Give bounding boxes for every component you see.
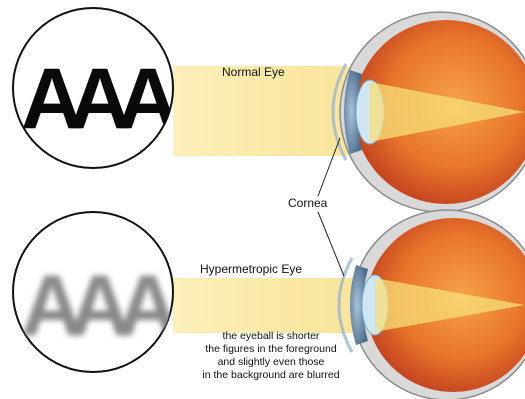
caption-line: the figures in the foreground xyxy=(188,343,354,356)
normal-eyeball xyxy=(333,12,525,212)
sharp-letters: AAA xyxy=(21,51,177,147)
letters-blurred-icon: AAA xyxy=(21,258,177,354)
normal-eye-label: Normal Eye xyxy=(222,65,285,79)
blurred-letters-circle: AAA xyxy=(13,212,177,372)
hypermetropic-eye-label: Hypermetropic Eye xyxy=(200,262,302,276)
sharp-letters-circle: AAA xyxy=(13,8,177,168)
caption-line: the eyeball is shorter xyxy=(188,330,354,343)
caption-line: in the background are blurred xyxy=(188,369,354,382)
cornea-label: Cornea xyxy=(288,196,327,210)
caption: the eyeball is shorter the figures in th… xyxy=(188,330,354,382)
blurred-letters: AAA xyxy=(21,258,177,354)
letters-sharp-icon: AAA xyxy=(21,51,177,147)
caption-line: and slightly even those xyxy=(188,356,354,369)
hypermetropic-eyeball xyxy=(339,210,525,399)
